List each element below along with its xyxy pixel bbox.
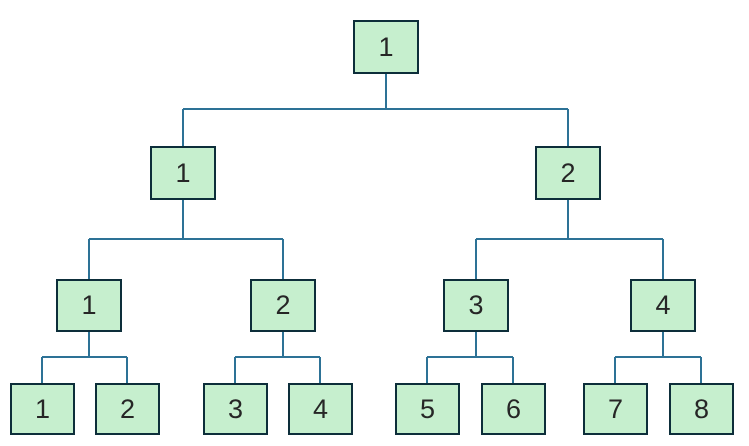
connector-root-to-l1 [182, 74, 569, 146]
tree-node-l2-3: 3 [443, 279, 509, 332]
connector-l1-1-to-children [88, 200, 284, 279]
connector-l1-2-to-children [475, 200, 664, 279]
tree-node-l3-5: 5 [395, 383, 460, 435]
tree-node-l2-4: 4 [630, 279, 696, 332]
tree-node-l3-8: 8 [669, 383, 734, 435]
tree-node-l2-1: 1 [56, 279, 122, 332]
connector-l2-2-to-children [234, 332, 321, 383]
tree-node-l3-2: 2 [95, 383, 160, 435]
tree-node-l3-4: 4 [288, 383, 353, 435]
tree-node-l3-3: 3 [203, 383, 268, 435]
connector-l2-3-to-children [426, 332, 514, 383]
connector-l2-1-to-children [41, 332, 128, 383]
tree-node-l3-7: 7 [583, 383, 648, 435]
tree-node-l3-6: 6 [481, 383, 546, 435]
tree-node-l1-1: 1 [150, 146, 216, 200]
tree-node-l2-2: 2 [250, 279, 316, 332]
connector-l2-4-to-children [614, 332, 702, 383]
tree-node-l1-2: 2 [535, 146, 601, 200]
tree-node-root: 1 [353, 20, 419, 74]
tree-node-l3-1: 1 [10, 383, 75, 435]
